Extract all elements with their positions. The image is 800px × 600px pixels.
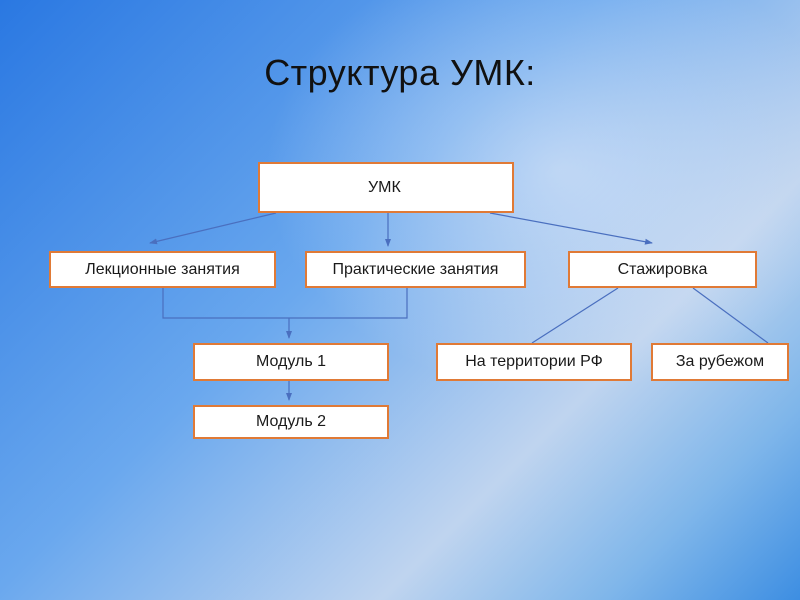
arrow-umk-to-internship bbox=[489, 212, 653, 245]
connector-lectures-practical-merge bbox=[162, 288, 408, 319]
node-practical-label: Практические занятия bbox=[332, 260, 499, 278]
node-lectures-label: Лекционные занятия bbox=[85, 260, 240, 278]
node-practical: Практические занятия bbox=[305, 251, 526, 288]
node-internship: Стажировка bbox=[568, 251, 757, 288]
node-internship-label: Стажировка bbox=[617, 260, 708, 278]
node-abroad-label: За рубежом bbox=[675, 353, 765, 370]
node-umk: УМК bbox=[258, 162, 514, 213]
node-in-russia-label: На территории РФ bbox=[465, 353, 603, 370]
node-module1: Модуль 1 bbox=[193, 343, 389, 381]
arrow-umk-to-lectures bbox=[149, 212, 277, 245]
slide-title: Структура УМК: bbox=[264, 52, 536, 93]
node-abroad: За рубежом bbox=[651, 343, 789, 381]
node-module2-label: Модуль 2 bbox=[255, 413, 327, 430]
node-umk-label: УМК bbox=[368, 178, 401, 196]
connector-internship-to-russia bbox=[531, 287, 619, 344]
node-lectures: Лекционные занятия bbox=[49, 251, 276, 288]
node-module2: Модуль 2 bbox=[193, 405, 389, 439]
node-module1-label: Модуль 1 bbox=[255, 353, 327, 370]
connector-internship-to-abroad bbox=[692, 287, 769, 344]
node-in-russia: На территории РФ bbox=[436, 343, 632, 381]
